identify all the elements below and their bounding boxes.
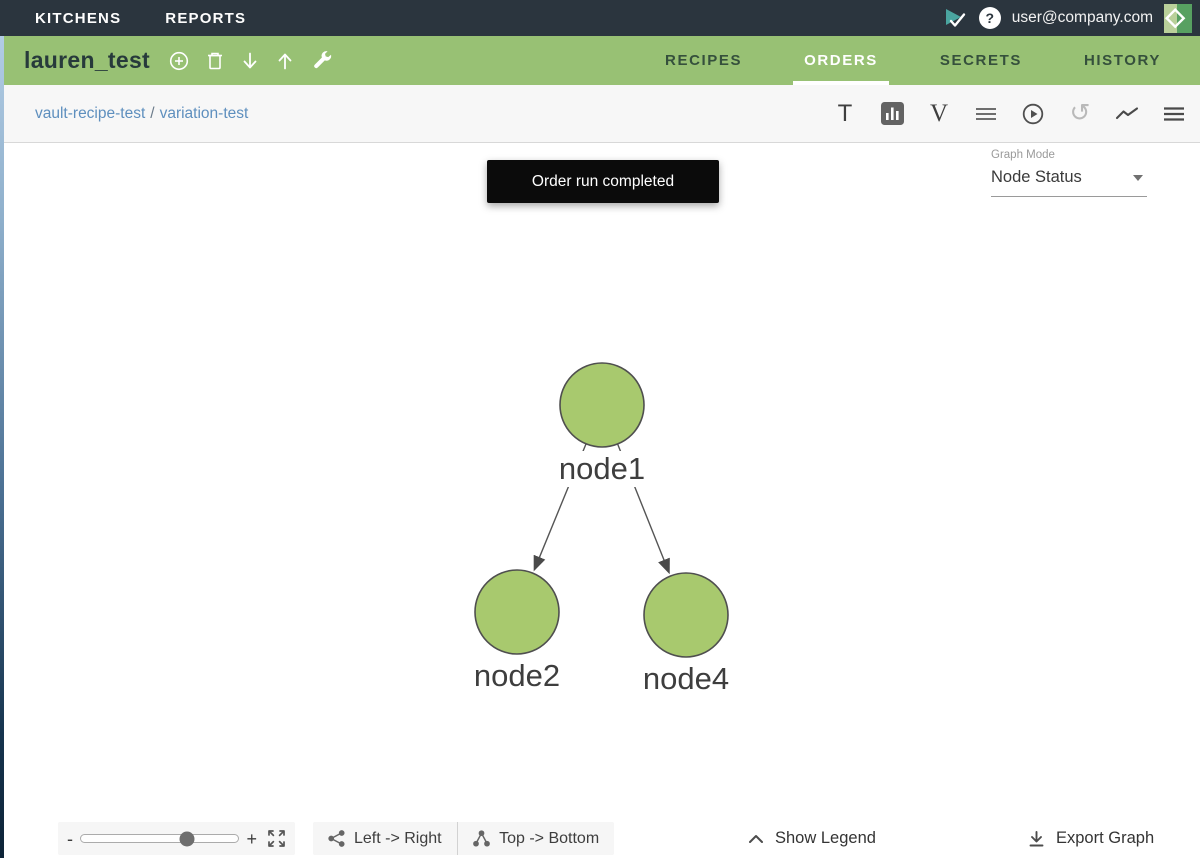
zoom-slider-thumb[interactable] bbox=[179, 831, 194, 846]
show-legend-label: Show Legend bbox=[775, 829, 876, 847]
layout-direction-buttons: Left -> Right Top -> Bottom bbox=[313, 822, 615, 855]
export-graph-label: Export Graph bbox=[1056, 829, 1155, 847]
graph-node-node4[interactable] bbox=[643, 572, 729, 658]
zoom-controls: - + bbox=[58, 822, 295, 855]
kitchen-title: lauren_test bbox=[24, 47, 151, 73]
tab-recipes[interactable]: RECIPES bbox=[665, 52, 743, 69]
zoom-slider[interactable] bbox=[80, 831, 240, 846]
breadcrumb: vault-recipe-test/variation-test bbox=[35, 105, 248, 123]
menu-icon[interactable] bbox=[1162, 102, 1186, 126]
graph-mode-dropdown[interactable]: Node Status bbox=[991, 168, 1147, 197]
add-icon[interactable] bbox=[168, 50, 190, 72]
chevron-down-icon bbox=[1133, 174, 1143, 181]
layout-tb-icon bbox=[473, 830, 490, 847]
breadcrumb-separator: / bbox=[150, 104, 155, 122]
zoom-out-button[interactable]: - bbox=[67, 828, 73, 849]
top-nav: KITCHENS REPORTS bbox=[0, 10, 246, 27]
toast-message: Order run completed bbox=[531, 172, 675, 190]
top-navigation-bar: KITCHENS REPORTS ? user@company.com bbox=[0, 0, 1200, 36]
layout-lr-icon bbox=[328, 830, 345, 847]
kitchen-actions bbox=[168, 49, 333, 72]
text-tool-icon[interactable]: T bbox=[837, 99, 853, 127]
layout-lr-label: Left -> Right bbox=[354, 829, 442, 847]
download-icon bbox=[1029, 830, 1044, 846]
toast-notification: Order run completed bbox=[487, 160, 719, 203]
nav-kitchens[interactable]: KITCHENS bbox=[35, 9, 122, 27]
breadcrumb-variation-link[interactable]: variation-test bbox=[159, 104, 249, 122]
graph-node-node1[interactable] bbox=[559, 362, 645, 448]
undo-icon[interactable]: ↺ bbox=[1069, 99, 1091, 127]
run-order-icon[interactable] bbox=[1021, 102, 1045, 126]
order-toolbar: T V ↺ bbox=[833, 99, 1200, 127]
upload-arrow-icon[interactable] bbox=[275, 50, 295, 72]
breadcrumb-recipe-link[interactable]: vault-recipe-test bbox=[35, 104, 146, 122]
variation-icon[interactable]: V bbox=[929, 100, 949, 127]
datakitchen-logo-icon bbox=[1164, 3, 1192, 33]
divider bbox=[456, 822, 459, 855]
layout-tb-label: Top -> Bottom bbox=[499, 829, 600, 847]
left-edge-scroll-strip[interactable] bbox=[0, 36, 4, 858]
graph-mode-select: Graph Mode Node Status bbox=[991, 149, 1147, 197]
tools-icon[interactable] bbox=[310, 49, 333, 72]
topbar-right: ? user@company.com bbox=[941, 3, 1200, 33]
user-email: user@company.com bbox=[1011, 9, 1153, 26]
order-run-graph bbox=[474, 362, 729, 658]
graph-mode-label: Graph Mode bbox=[991, 149, 1055, 161]
kitchen-bar: lauren_test bbox=[0, 36, 1200, 85]
kitchen-tabs: RECIPES ORDERS SECRETS HISTORY bbox=[614, 36, 1200, 85]
help-icon[interactable]: ? bbox=[978, 7, 1001, 29]
fullscreen-icon[interactable] bbox=[267, 829, 286, 848]
timing-chart-icon[interactable] bbox=[1115, 102, 1139, 126]
zoom-in-button[interactable]: + bbox=[246, 828, 257, 849]
chevron-up-icon bbox=[749, 834, 763, 843]
export-graph-button[interactable]: Export Graph bbox=[1028, 822, 1154, 855]
download-arrow-icon[interactable] bbox=[240, 50, 260, 72]
log-lines-icon[interactable] bbox=[974, 102, 998, 126]
graph-node-node2[interactable] bbox=[474, 569, 560, 655]
layout-left-right-button[interactable]: Left -> Right bbox=[313, 822, 457, 855]
tab-orders[interactable]: ORDERS bbox=[793, 36, 889, 85]
order-status-icon[interactable] bbox=[941, 6, 968, 30]
tab-secrets[interactable]: SECRETS bbox=[939, 52, 1022, 69]
show-legend-button[interactable]: Show Legend bbox=[748, 822, 876, 855]
order-subbar: vault-recipe-test/variation-test T V ↺ bbox=[0, 85, 1200, 143]
delete-icon[interactable] bbox=[205, 50, 225, 72]
bar-chart-icon[interactable] bbox=[880, 102, 904, 126]
nav-reports[interactable]: REPORTS bbox=[165, 9, 247, 27]
graph-mode-value: Node Status bbox=[991, 168, 1082, 186]
tab-history[interactable]: HISTORY bbox=[1083, 52, 1161, 69]
layout-top-bottom-button[interactable]: Top -> Bottom bbox=[458, 822, 614, 855]
